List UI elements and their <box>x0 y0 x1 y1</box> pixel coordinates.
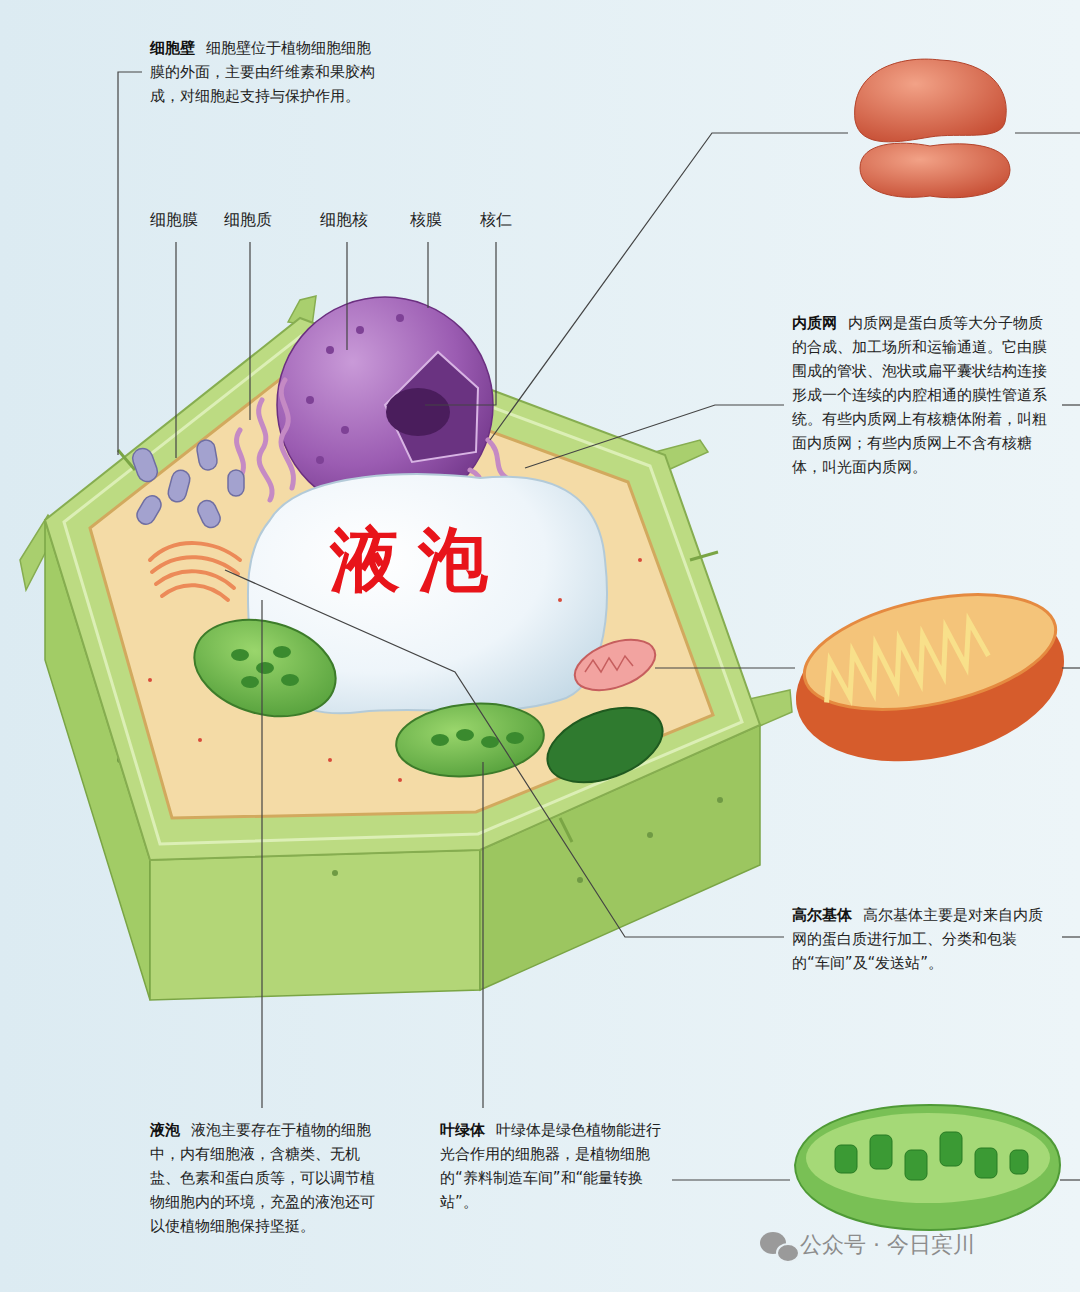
part-label: 核膜 <box>410 210 442 229</box>
golgi-annotation: 高尔基体高尔基体主要是对来自内质网的蛋白质进行加工、分类和包装的“车间”及“发送… <box>792 903 1054 975</box>
wall-annotation: 细胞壁细胞壁位于植物细胞细胞膜的外面，主要由纤维素和果胶构成，对细胞起支持与保护… <box>150 36 382 108</box>
cell-wall <box>45 318 760 860</box>
part-label: 细胞核 <box>320 210 368 229</box>
annotation-heading: 内质网 <box>792 314 837 332</box>
annotation-heading: 液泡 <box>150 1121 180 1139</box>
golgi-apparatus <box>150 543 240 600</box>
annotation-heading: 叶绿体 <box>440 1121 485 1139</box>
chloroplast-inset <box>795 1105 1060 1230</box>
annotation-text: 内质网是蛋白质等大分子物质的合成、加工场所和运输通道。它由膜围成的管状、泡状或扁… <box>792 314 1047 476</box>
annotation-text: 细胞质 <box>224 210 272 229</box>
cell-membrane <box>90 362 713 818</box>
annotation-text: 核膜 <box>410 210 442 229</box>
er-annotation: 内质网内质网是蛋白质等大分子物质的合成、加工场所和运输通道。它由膜围成的管状、泡… <box>792 311 1054 479</box>
annotation-heading: 细胞壁 <box>150 39 195 57</box>
middle-lamella <box>64 336 742 844</box>
annotation-text: 公众号 · 今日宾川 <box>800 1232 975 1257</box>
mitochondrion <box>568 630 662 700</box>
chloroplasts <box>184 605 673 797</box>
part-label: 细胞质 <box>224 210 272 229</box>
annotation-text: 液泡主要存在于植物的细胞中，内有细胞液，含糖类、无机盐、色素和蛋白质等，可以调节… <box>150 1121 375 1235</box>
annotation-text: 细胞膜 <box>150 210 198 229</box>
mitochondrion-inset <box>781 575 1079 785</box>
annotation-text: 核仁 <box>480 210 512 229</box>
watermark: 公众号 · 今日宾川 <box>800 1232 975 1258</box>
organelle-inset-top <box>855 59 1010 198</box>
vacuole-annotation: 液泡液泡主要存在于植物的细胞中，内有细胞液，含糖类、无机盐、色素和蛋白质等，可以… <box>150 1118 382 1238</box>
mitochondria <box>130 439 244 531</box>
leader-lines <box>118 72 1080 1180</box>
annotation-text: 液泡 <box>330 519 505 601</box>
annotation-heading: 高尔基体 <box>792 906 852 924</box>
annotation-text: 细胞核 <box>320 210 368 229</box>
part-label: 核仁 <box>480 210 512 229</box>
wechat-icon <box>760 1232 799 1262</box>
chloroplast-annotation: 叶绿体叶绿体是绿色植物能进行光合作用的细胞器，是植物细胞的“养料制造车间”和“能… <box>440 1118 668 1214</box>
vacuole-big-label: 液泡 <box>330 518 505 602</box>
part-label: 细胞膜 <box>150 210 198 229</box>
